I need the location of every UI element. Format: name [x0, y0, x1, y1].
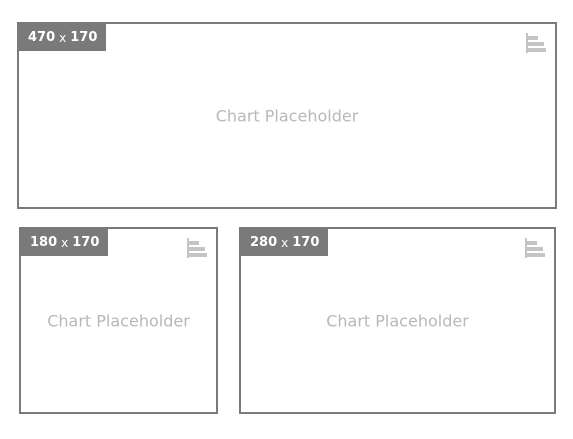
size-badge-height: 170 [292, 235, 320, 250]
size-badge-times: x [281, 235, 289, 250]
size-badge-width: 180 [30, 235, 58, 250]
size-badge-times: x [61, 235, 69, 250]
size-badge: 470 x 170 [19, 24, 107, 51]
size-badge: 280 x 170 [241, 229, 329, 256]
bar-chart-icon [526, 33, 546, 53]
size-badge-times: x [59, 30, 67, 45]
bar-chart-icon [525, 238, 545, 258]
size-badge-height: 170 [70, 30, 98, 45]
chart-placeholder-bottom-right: 280 x 170 Chart Placeholder [239, 227, 556, 414]
size-badge-width: 280 [250, 235, 278, 250]
chart-placeholder-label: Chart Placeholder [326, 311, 469, 330]
chart-placeholder-top: 470 x 170 Chart Placeholder [17, 22, 557, 209]
chart-placeholder-label: Chart Placeholder [47, 311, 190, 330]
size-badge-height: 170 [72, 235, 100, 250]
size-badge-width: 470 [28, 30, 56, 45]
chart-placeholder-bottom-left: 180 x 170 Chart Placeholder [19, 227, 218, 414]
size-badge: 180 x 170 [21, 229, 109, 256]
chart-placeholder-label: Chart Placeholder [215, 106, 359, 125]
bar-chart-icon [187, 238, 207, 258]
